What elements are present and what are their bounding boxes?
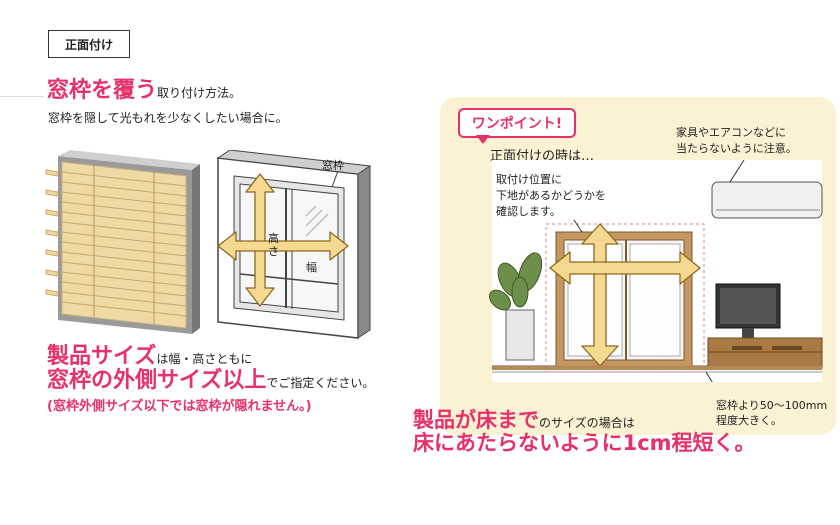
window-frame-illustration [212, 150, 372, 344]
caution-note: (窓枠外側サイズ以下では窓枠が隠れません。) [47, 399, 312, 414]
mount-type-tag: 正面付け [48, 30, 130, 58]
subtitle: 窓枠を隠して光もれを少なくしたい場合に。 [48, 111, 288, 125]
appliance-note: 家具やエアコンなどに 当たらないように注意。 [676, 126, 797, 155]
size-margin-note: 窓枠より50～100mm 程度大きく。 [716, 399, 828, 427]
floor-length-notes: 製品が床までのサイズの場合は 床にあたらないように1cm程短く。 [413, 410, 756, 454]
floor-rest: のサイズの場合は [539, 416, 635, 430]
size-highlight: 製品サイズ [47, 344, 157, 369]
product-size-notes: 製品サイズは幅・高さともに 窓枠の外側サイズ以上でご指定ください。 (窓枠外側サ… [47, 344, 375, 414]
leader-line [331, 171, 339, 187]
one-point-badge: ワンポイント! [458, 108, 576, 138]
blind-illustration [44, 150, 200, 340]
height-label: 高さ [268, 232, 279, 259]
outer-size-highlight: 窓枠の外側サイズ以上 [47, 368, 267, 393]
mount-position-note: 取付け位置に 下地があるかどうかを 確認します。 [496, 173, 606, 218]
outer-size-rest: でご指定ください。 [266, 376, 375, 390]
shorten-note: 床にあたらないように1cm程短く。 [413, 431, 756, 455]
title-highlight: 窓枠を覆う [47, 78, 158, 103]
badge-tail [476, 135, 490, 144]
width-label: 幅 [306, 261, 317, 274]
size-rest: は幅・高さともに [156, 352, 253, 366]
floor-highlight: 製品が床まで [413, 408, 539, 432]
divider [0, 96, 44, 97]
frame-label: 窓枠 [322, 159, 344, 172]
page-title: 窓枠を覆う取り付け方法。 [47, 80, 241, 102]
room-illustration [486, 160, 826, 382]
title-rest: 取り付け方法。 [157, 86, 242, 100]
